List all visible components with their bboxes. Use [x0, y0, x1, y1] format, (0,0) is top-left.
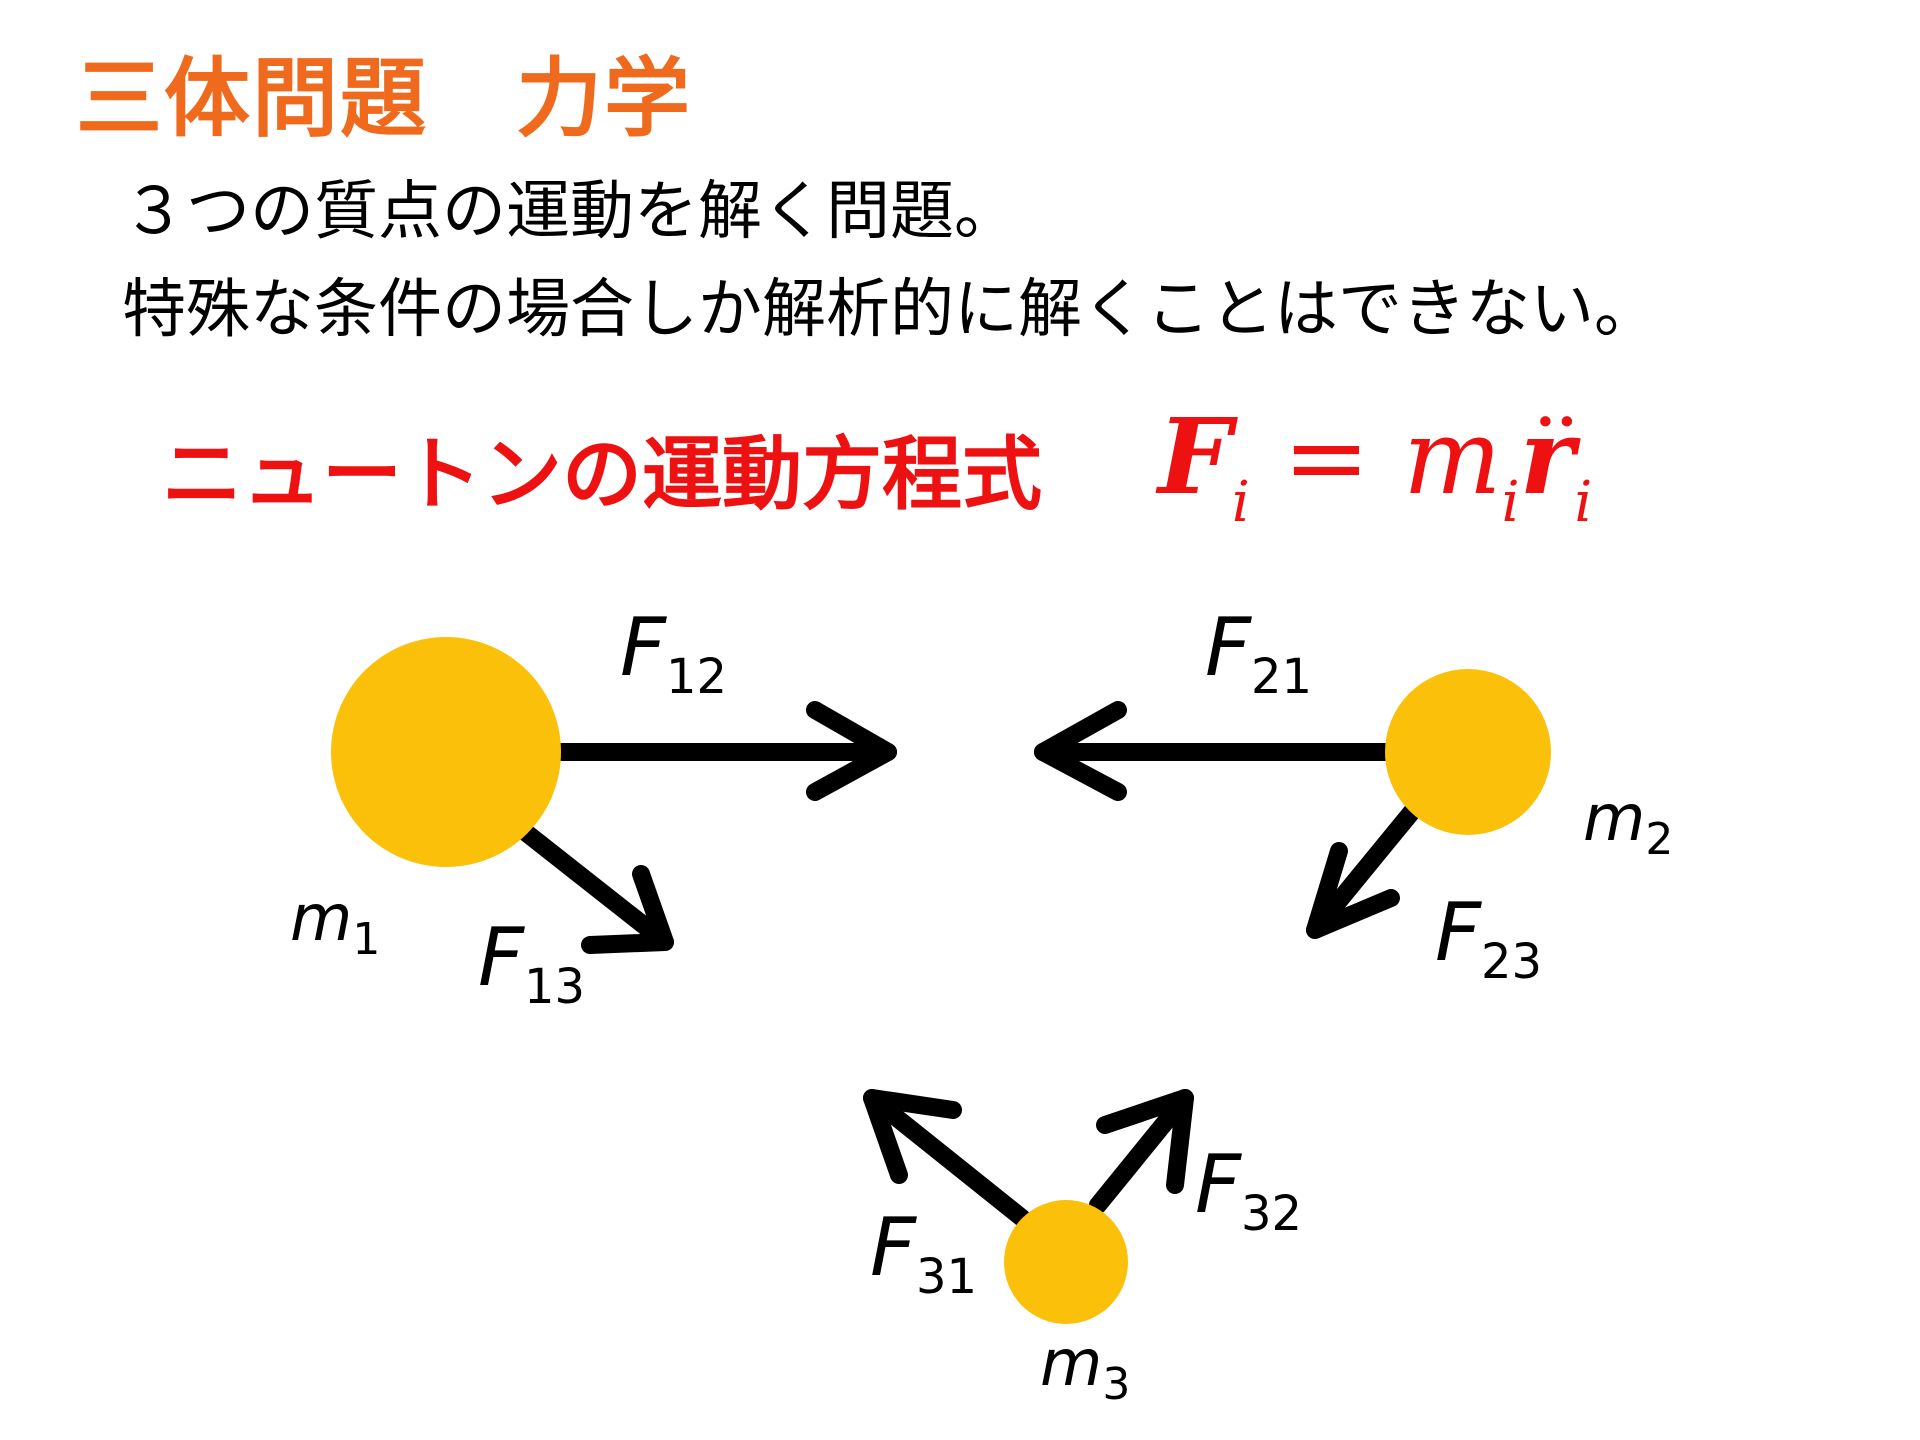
- description-line-2: 特殊な条件の場合しか解析的に解くことはできない。: [122, 273, 1658, 347]
- eq-sub-mass: i: [1501, 470, 1520, 535]
- eq-force: F: [1158, 395, 1232, 518]
- eq-acceleration: r··: [1519, 389, 1577, 518]
- description-line-1: ３つの質点の運動を解く問題。: [122, 175, 1018, 249]
- label-f31: F31: [870, 1201, 977, 1305]
- label-m1: m1: [290, 882, 380, 965]
- eq-dots: ··: [1535, 389, 1579, 455]
- label-f21: F21: [1205, 601, 1312, 705]
- newton-heading: ニュートンの運動方程式: [162, 428, 1042, 521]
- label-f13: F13: [478, 911, 585, 1015]
- newton-equation: Fi = mir··i: [1158, 389, 1593, 535]
- page-title: 三体問題 力学: [76, 49, 692, 149]
- arrow-f12: [531, 701, 897, 801]
- label-f32: F32: [1195, 1138, 1302, 1242]
- arrow-f32: [1089, 1089, 1194, 1214]
- eq-mass: m: [1403, 396, 1502, 518]
- arrow-f13: [501, 811, 674, 954]
- arrow-f23: [1306, 799, 1424, 939]
- eq-equals: =: [1282, 396, 1370, 518]
- label-f23: F23: [1435, 886, 1542, 990]
- eq-sub-force: i: [1231, 470, 1250, 535]
- eq-position: r: [1519, 395, 1575, 518]
- label-m3: m3: [1040, 1327, 1130, 1410]
- label-m2: m2: [1583, 782, 1673, 865]
- body-m3: [1004, 1200, 1128, 1324]
- arrow-f21: [1034, 701, 1394, 801]
- arrow-f31: [863, 1089, 1031, 1227]
- eq-sub-acc: i: [1574, 470, 1593, 535]
- label-f12: F12: [620, 601, 727, 705]
- body-m2: [1385, 669, 1551, 835]
- body-m1: [331, 637, 561, 867]
